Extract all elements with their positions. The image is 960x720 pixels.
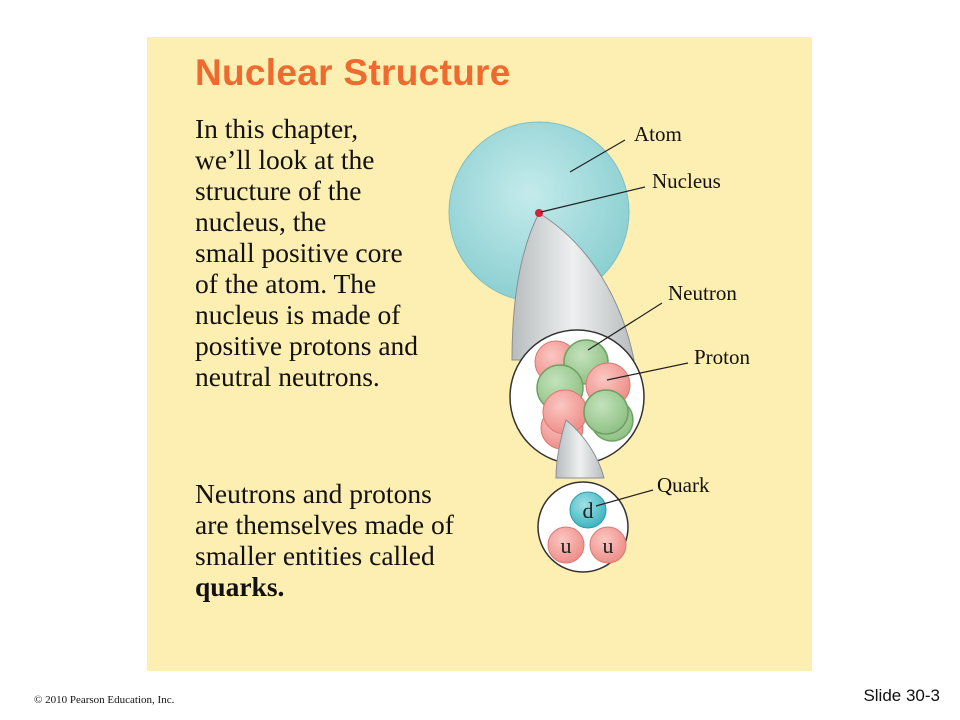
zoom-cone-nucleus <box>511 212 635 361</box>
proton-label: Proton <box>694 345 751 369</box>
quark-line-bold: quarks. <box>195 571 285 602</box>
nucleus-dot <box>535 209 543 217</box>
intro-line: structure of the <box>195 175 362 206</box>
atom-label: Atom <box>634 122 682 146</box>
quark-d-sphere <box>569 491 607 529</box>
intro-line: neutral neutrons. <box>195 361 380 392</box>
nucleons <box>534 339 634 450</box>
intro-line: of the atom. The <box>195 268 377 299</box>
intro-line: we’ll look at the <box>195 144 375 175</box>
nucleus-leader-line <box>540 186 646 213</box>
quark-u-label: u <box>561 533 572 558</box>
copyright-footer: © 2010 Pearson Education, Inc. <box>34 694 175 706</box>
neutron-sphere <box>583 389 629 435</box>
quark-line: are themselves made of <box>195 509 454 540</box>
quark-d-label: d <box>583 498 594 523</box>
quark-label: Quark <box>657 473 710 497</box>
quark-line: Neutrons and protons <box>195 478 432 509</box>
intro-line: small positive core <box>195 237 403 268</box>
slide-title: Nuclear Structure <box>195 52 511 93</box>
quark-u-label: u <box>603 533 614 558</box>
intro-paragraph: In this chapter, we’ll look at the struc… <box>195 113 495 392</box>
intro-line: positive protons and <box>195 330 419 361</box>
slide-number: Slide 30-3 <box>863 686 940 705</box>
neutron-leader-line <box>587 302 663 351</box>
intro-line: In this chapter, <box>195 113 359 144</box>
quark-line: smaller entities called <box>195 540 435 571</box>
atom-leader-line <box>569 139 626 173</box>
zoom-cone-proton <box>555 419 605 479</box>
nucleus-label: Nucleus <box>652 169 721 193</box>
quark-leader-line <box>595 489 654 507</box>
neutron-label: Neutron <box>668 281 737 305</box>
quark-u-sphere <box>589 526 627 564</box>
quark-u-sphere <box>547 526 585 564</box>
intro-line: nucleus, the <box>195 206 327 237</box>
intro-line: nucleus is made of <box>195 299 401 330</box>
proton-leader-line <box>606 362 689 381</box>
quark-paragraph: Neutrons and protons are themselves made… <box>195 478 525 602</box>
slide-panel <box>147 37 812 671</box>
